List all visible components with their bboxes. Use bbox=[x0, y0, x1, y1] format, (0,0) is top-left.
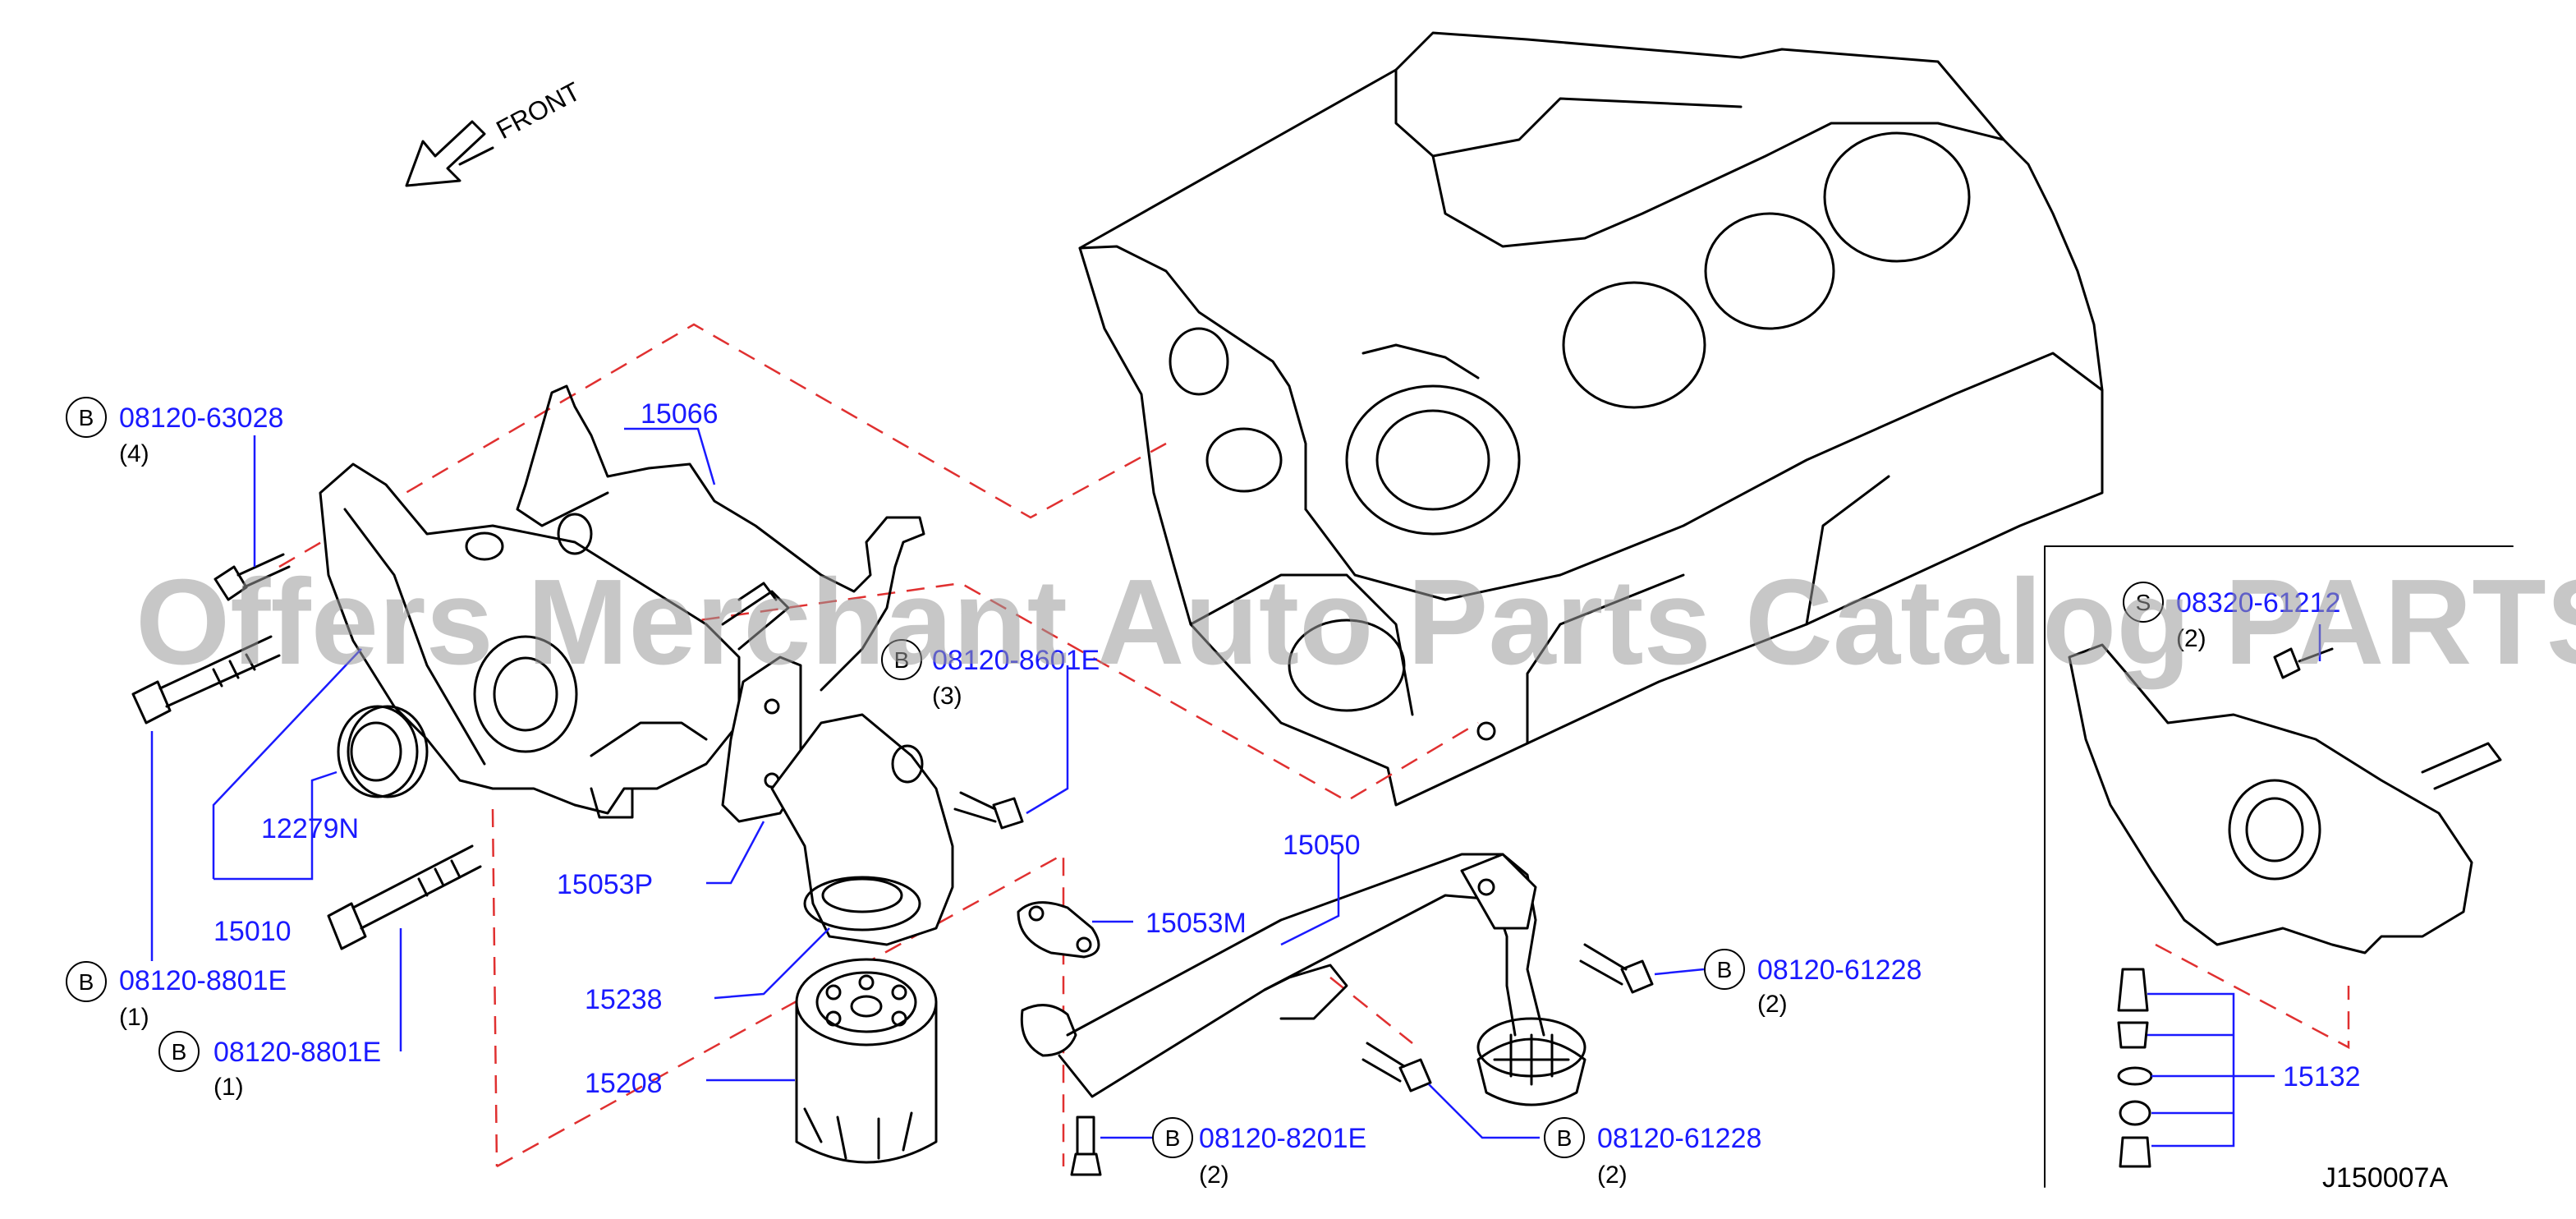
badge-b-08120-8801e-b: B bbox=[158, 1031, 200, 1072]
svg-text:B: B bbox=[1165, 1125, 1181, 1151]
callout-part-08120-61228-b[interactable]: 08120-61228 bbox=[1597, 1123, 1761, 1154]
callout-part-08120-61228-a[interactable]: 08120-61228 bbox=[1757, 954, 1922, 986]
callout-part-15050[interactable]: 15050 bbox=[1283, 830, 1361, 861]
callout-part-08120-63028[interactable]: 08120-63028 bbox=[119, 402, 283, 434]
bolt-08120-61228-upper-illustration bbox=[1579, 943, 1654, 994]
callout-qty-08120-8801e-b: (1) bbox=[214, 1074, 244, 1101]
callout-part-08320-61212[interactable]: 08320-61212 bbox=[2176, 587, 2340, 619]
callout-part-08120-8801e-b[interactable]: 08120-8801E bbox=[214, 1037, 381, 1068]
callout-part-15053p[interactable]: 15053P bbox=[557, 869, 653, 900]
callout-qty-08120-63028: (4) bbox=[119, 440, 149, 467]
callout-part-15208[interactable]: 15208 bbox=[585, 1068, 663, 1099]
watermark-text: Offers Merchant Auto Parts Catalog PARTS… bbox=[135, 554, 2576, 690]
callout-part-08120-8801e-a[interactable]: 08120-8801E bbox=[119, 965, 287, 996]
badge-b-08120-61228-a: B bbox=[1704, 949, 1745, 990]
inset-panel bbox=[2044, 545, 2514, 1188]
callout-qty-08120-8601e: (3) bbox=[932, 683, 962, 710]
badge-b-08120-8201e: B bbox=[1152, 1117, 1193, 1158]
gasket-15053m-illustration bbox=[1017, 901, 1100, 959]
callout-part-15132[interactable]: 15132 bbox=[2283, 1061, 2361, 1092]
front-label: FRONT bbox=[491, 76, 585, 145]
bolt-long-upper-illustration bbox=[131, 635, 281, 724]
filter-bracket-15238-illustration bbox=[770, 713, 954, 946]
badge-b-08120-63028: B bbox=[66, 397, 107, 438]
badge-b-08120-61228-b: B bbox=[1544, 1117, 1585, 1158]
callout-part-08120-8601e[interactable]: 08120-8601E bbox=[932, 645, 1100, 676]
callout-part-15010[interactable]: 15010 bbox=[214, 916, 292, 947]
gasket-15066-illustration bbox=[516, 384, 925, 692]
badge-b-08120-8601e: B bbox=[881, 639, 922, 680]
svg-text:B: B bbox=[1717, 957, 1733, 982]
callout-part-12279n[interactable]: 12279N bbox=[261, 813, 359, 844]
svg-text:B: B bbox=[172, 1039, 187, 1065]
callout-part-15066[interactable]: 15066 bbox=[641, 398, 719, 430]
engine-block-illustration bbox=[1078, 31, 2104, 807]
front-arrow-icon bbox=[405, 120, 494, 187]
svg-text:S: S bbox=[2136, 590, 2151, 615]
callout-part-08120-8201e[interactable]: 08120-8201E bbox=[1199, 1123, 1366, 1154]
callout-part-15238[interactable]: 15238 bbox=[585, 984, 663, 1015]
leader-lines bbox=[150, 427, 2321, 1148]
callout-qty-08120-8801e-a: (1) bbox=[119, 1004, 149, 1031]
callout-qty-08120-61228-b: (2) bbox=[1597, 1162, 1628, 1189]
svg-text:B: B bbox=[79, 969, 94, 995]
svg-text:B: B bbox=[79, 405, 94, 430]
bolt-08120-61228-lower-illustration bbox=[1361, 1042, 1432, 1092]
callout-qty-08120-8201e: (2) bbox=[1199, 1162, 1229, 1189]
bolt-08120-63028-illustration bbox=[214, 553, 291, 601]
badge-b-08120-8801e-a: B bbox=[66, 961, 107, 1002]
oil-strainer-15050-illustration bbox=[1020, 853, 1586, 1106]
bolt-08120-8201e-illustration bbox=[1070, 1116, 1102, 1176]
oil-seal-12279n-illustration bbox=[337, 705, 429, 798]
bolt-08120-8601e-illustration bbox=[953, 791, 1024, 830]
svg-text:B: B bbox=[1557, 1125, 1573, 1151]
callout-part-15053m[interactable]: 15053M bbox=[1146, 908, 1247, 939]
callout-qty-08120-61228-a: (2) bbox=[1757, 991, 1788, 1018]
bolt-long-lower-illustration bbox=[327, 844, 482, 950]
oil-pump-illustration bbox=[319, 462, 790, 819]
diagram-code: J150007A bbox=[2322, 1162, 2448, 1194]
badge-s-08320-61212: S bbox=[2123, 582, 2164, 623]
oil-filter-15208-illustration bbox=[795, 958, 938, 1164]
svg-text:B: B bbox=[894, 647, 910, 673]
callout-qty-08320-61212: (2) bbox=[2176, 625, 2206, 652]
